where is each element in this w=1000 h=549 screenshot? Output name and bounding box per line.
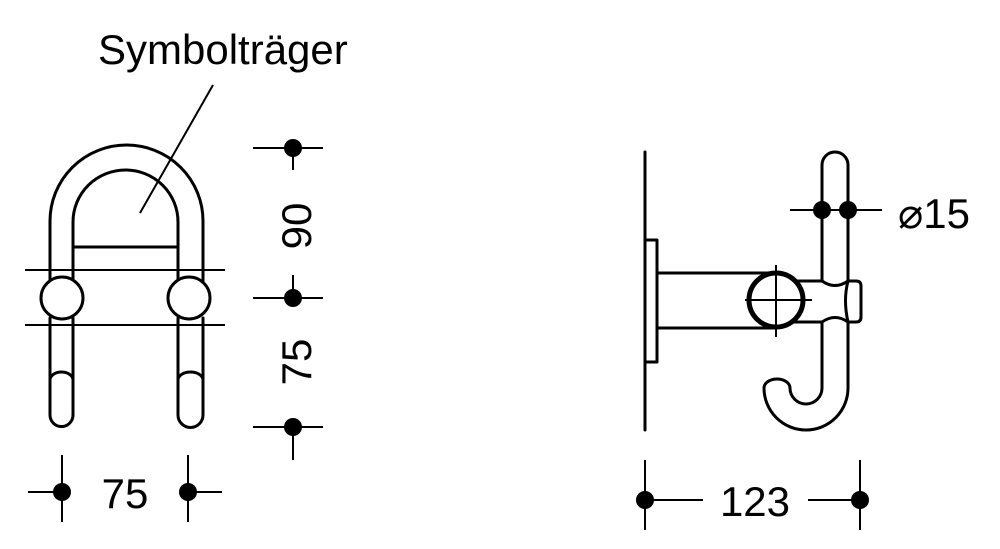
leader-line <box>139 84 214 214</box>
right-mount-knob <box>166 275 212 321</box>
dimension-dot <box>839 201 857 219</box>
dimension-dot <box>53 483 71 501</box>
dimension-dot <box>813 201 831 219</box>
dimension-dot <box>636 491 654 509</box>
dimension-dot <box>284 418 302 436</box>
diameter-dimension: ⌀15 <box>790 190 970 237</box>
dimension-dot <box>851 491 869 509</box>
left-hook-leg <box>48 316 75 428</box>
left-mount-knob <box>39 275 85 321</box>
right-hook-leg <box>176 316 205 429</box>
depth-dimension: 123 <box>636 460 869 530</box>
height-lower-label: 75 <box>273 339 320 386</box>
bracket-outer-outline <box>48 143 205 300</box>
hook-upper-tube <box>820 150 850 283</box>
hook-j-curve <box>762 320 850 432</box>
width-label: 75 <box>102 470 149 517</box>
side-view <box>643 150 863 432</box>
depth-label: 123 <box>720 478 790 525</box>
diameter-label: ⌀15 <box>898 190 970 237</box>
front-view: Symbolträger <box>25 26 348 429</box>
dimension-dot <box>284 289 302 307</box>
dimension-dot <box>284 139 302 157</box>
dimension-dot <box>179 483 197 501</box>
height-upper-label: 90 <box>273 203 320 250</box>
bracket-inner-outline <box>71 168 180 300</box>
wall-plate <box>643 238 659 364</box>
width-dimension: 75 <box>28 455 222 522</box>
part-label: Symbolträger <box>98 26 348 73</box>
hook-collar <box>788 279 863 324</box>
height-dimension: 90 75 <box>253 139 323 460</box>
